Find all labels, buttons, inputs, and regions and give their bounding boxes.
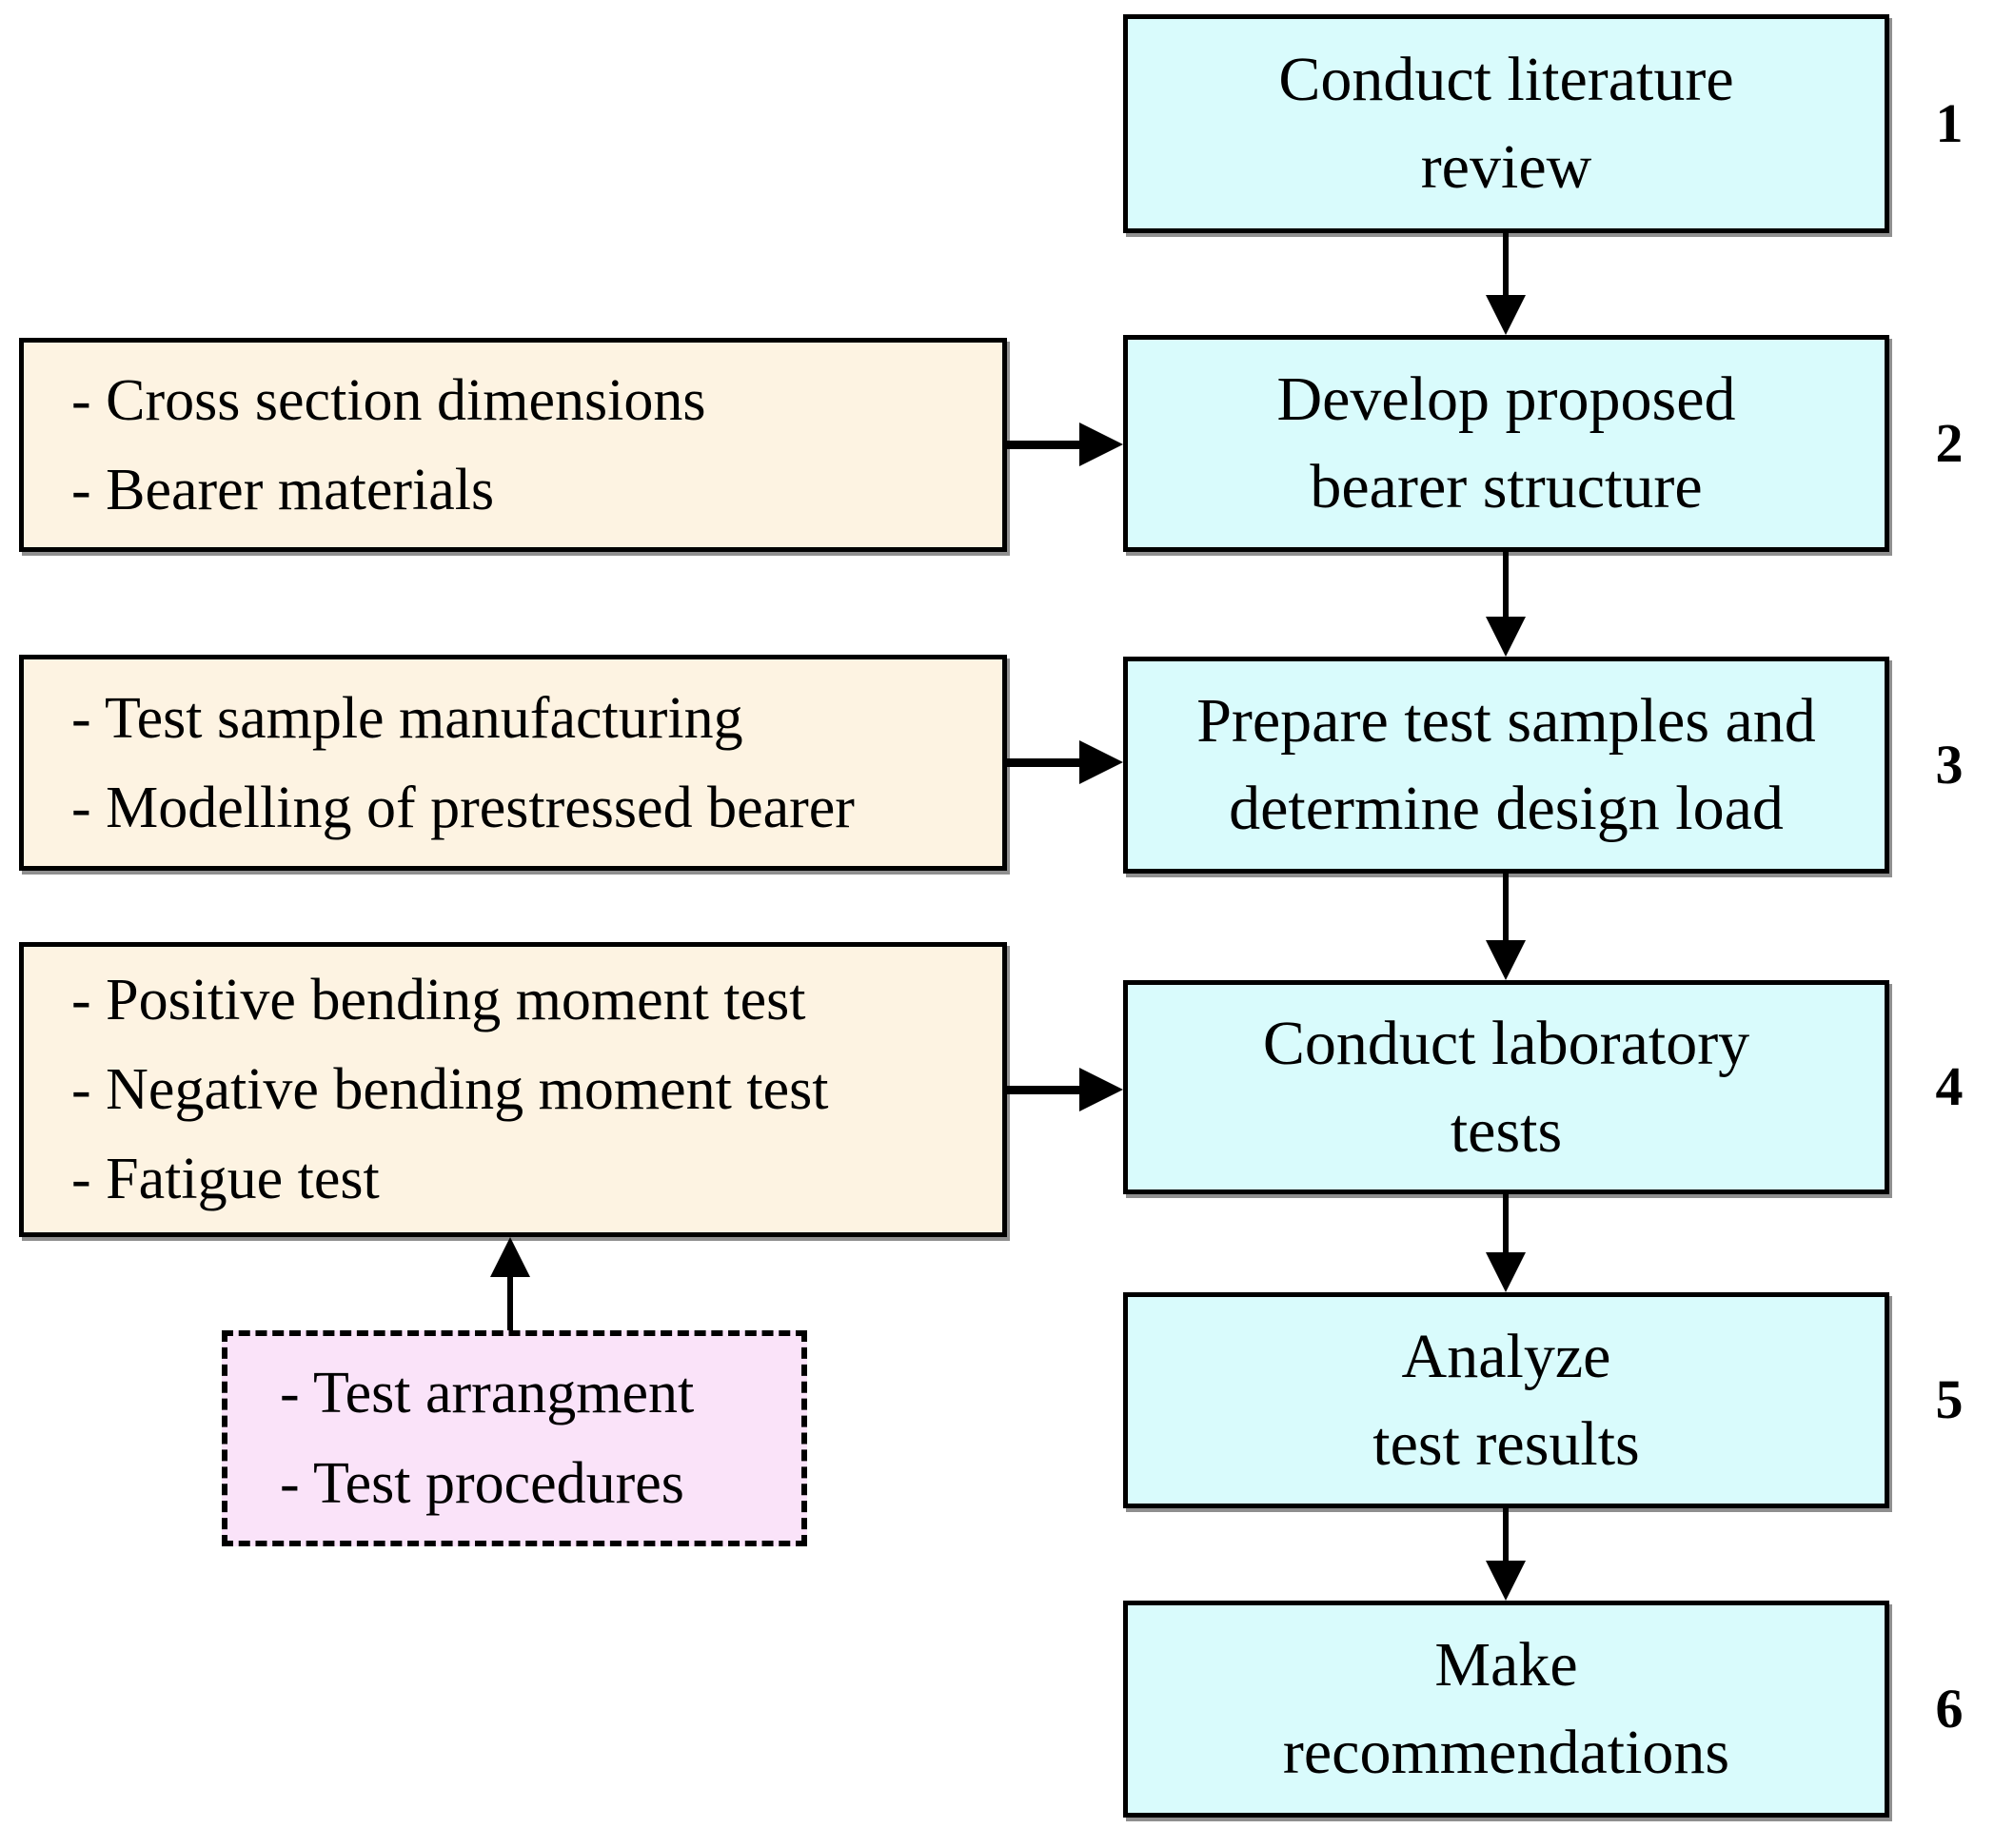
input-box-2-item: - Modelling of prestressed bearer (71, 775, 855, 840)
step-box-2-line: bearer structure (1310, 452, 1703, 521)
arrow-input3-step4-line (1007, 1086, 1081, 1094)
step-box-3-line: Prepare test samples and (1196, 686, 1816, 756)
input-box-1-item: - Bearer materials (71, 457, 495, 522)
arrow-step3-step4-head (1486, 940, 1526, 980)
input-box-3-item: - Negative bending moment test (71, 1057, 829, 1122)
arrow-input1-step2-line (1007, 441, 1081, 449)
arrow-input2-step3-line (1007, 758, 1081, 767)
arrow-step3-step4-line (1503, 874, 1509, 942)
arrow-note-input3-head (490, 1237, 530, 1277)
input-box-2: - Test sample manufacturing - Modelling … (19, 655, 1007, 871)
arrow-step1-step2-line (1503, 233, 1509, 297)
arrow-step1-step2-head (1486, 295, 1526, 335)
step-box-1-line: review (1420, 132, 1592, 202)
arrow-input2-step3-head (1079, 740, 1123, 784)
step-box-3: Prepare test samples and determine desig… (1123, 657, 1889, 874)
arrow-note-input3-line (507, 1275, 513, 1330)
step-box-4: Conduct laboratory tests (1123, 980, 1889, 1194)
step-box-5-line: test results (1372, 1408, 1640, 1479)
step-box-6-line: recommendations (1282, 1718, 1730, 1787)
input-box-1-item: - Cross section dimensions (71, 367, 706, 433)
step-number-5: 5 (1935, 1368, 1964, 1430)
arrow-step5-step6-head (1486, 1561, 1526, 1601)
step-box-3-line: determine design load (1229, 774, 1784, 843)
arrow-input3-step4-head (1079, 1068, 1123, 1111)
step-number-2: 2 (1935, 412, 1964, 474)
step-box-2: Develop proposed bearer structure (1123, 335, 1889, 552)
step-box-1: Conduct literature review (1123, 14, 1889, 233)
arrow-step2-step3-line (1503, 552, 1509, 619)
step-box-1-line: Conduct literature (1278, 45, 1734, 114)
step-number-1: 1 (1935, 92, 1964, 154)
step-number-6: 6 (1935, 1678, 1964, 1740)
step-box-4-line: Conduct laboratory (1262, 1008, 1750, 1078)
step-box-4-line: tests (1450, 1095, 1563, 1166)
dashed-note-item: - Test arrangment (280, 1360, 695, 1425)
step-number-4: 4 (1935, 1055, 1964, 1117)
input-box-2-item: - Test sample manufacturing (71, 685, 743, 751)
step-box-5-line: Analyze (1401, 1321, 1611, 1391)
arrow-input1-step2-head (1079, 423, 1123, 466)
arrow-step5-step6-line (1503, 1508, 1509, 1563)
step-box-2-line: Develop proposed (1276, 364, 1736, 434)
step-box-6-line: Make (1434, 1630, 1578, 1700)
dashed-note-box: - Test arrangment - Test procedures (222, 1330, 807, 1546)
input-box-3: - Positive bending moment test - Negativ… (19, 942, 1007, 1237)
arrow-step4-step5-head (1486, 1252, 1526, 1292)
step-box-5: Analyze test results (1123, 1292, 1889, 1508)
input-box-1: - Cross section dimensions - Bearer mate… (19, 338, 1007, 552)
input-box-3-item: - Positive bending moment test (71, 968, 806, 1032)
step-box-6: Make recommendations (1123, 1601, 1889, 1818)
step-number-3: 3 (1935, 734, 1964, 796)
input-box-3-item: - Fatigue test (71, 1147, 380, 1211)
dashed-note-item: - Test procedures (280, 1450, 684, 1516)
arrow-step2-step3-head (1486, 617, 1526, 657)
arrow-step4-step5-line (1503, 1194, 1509, 1254)
